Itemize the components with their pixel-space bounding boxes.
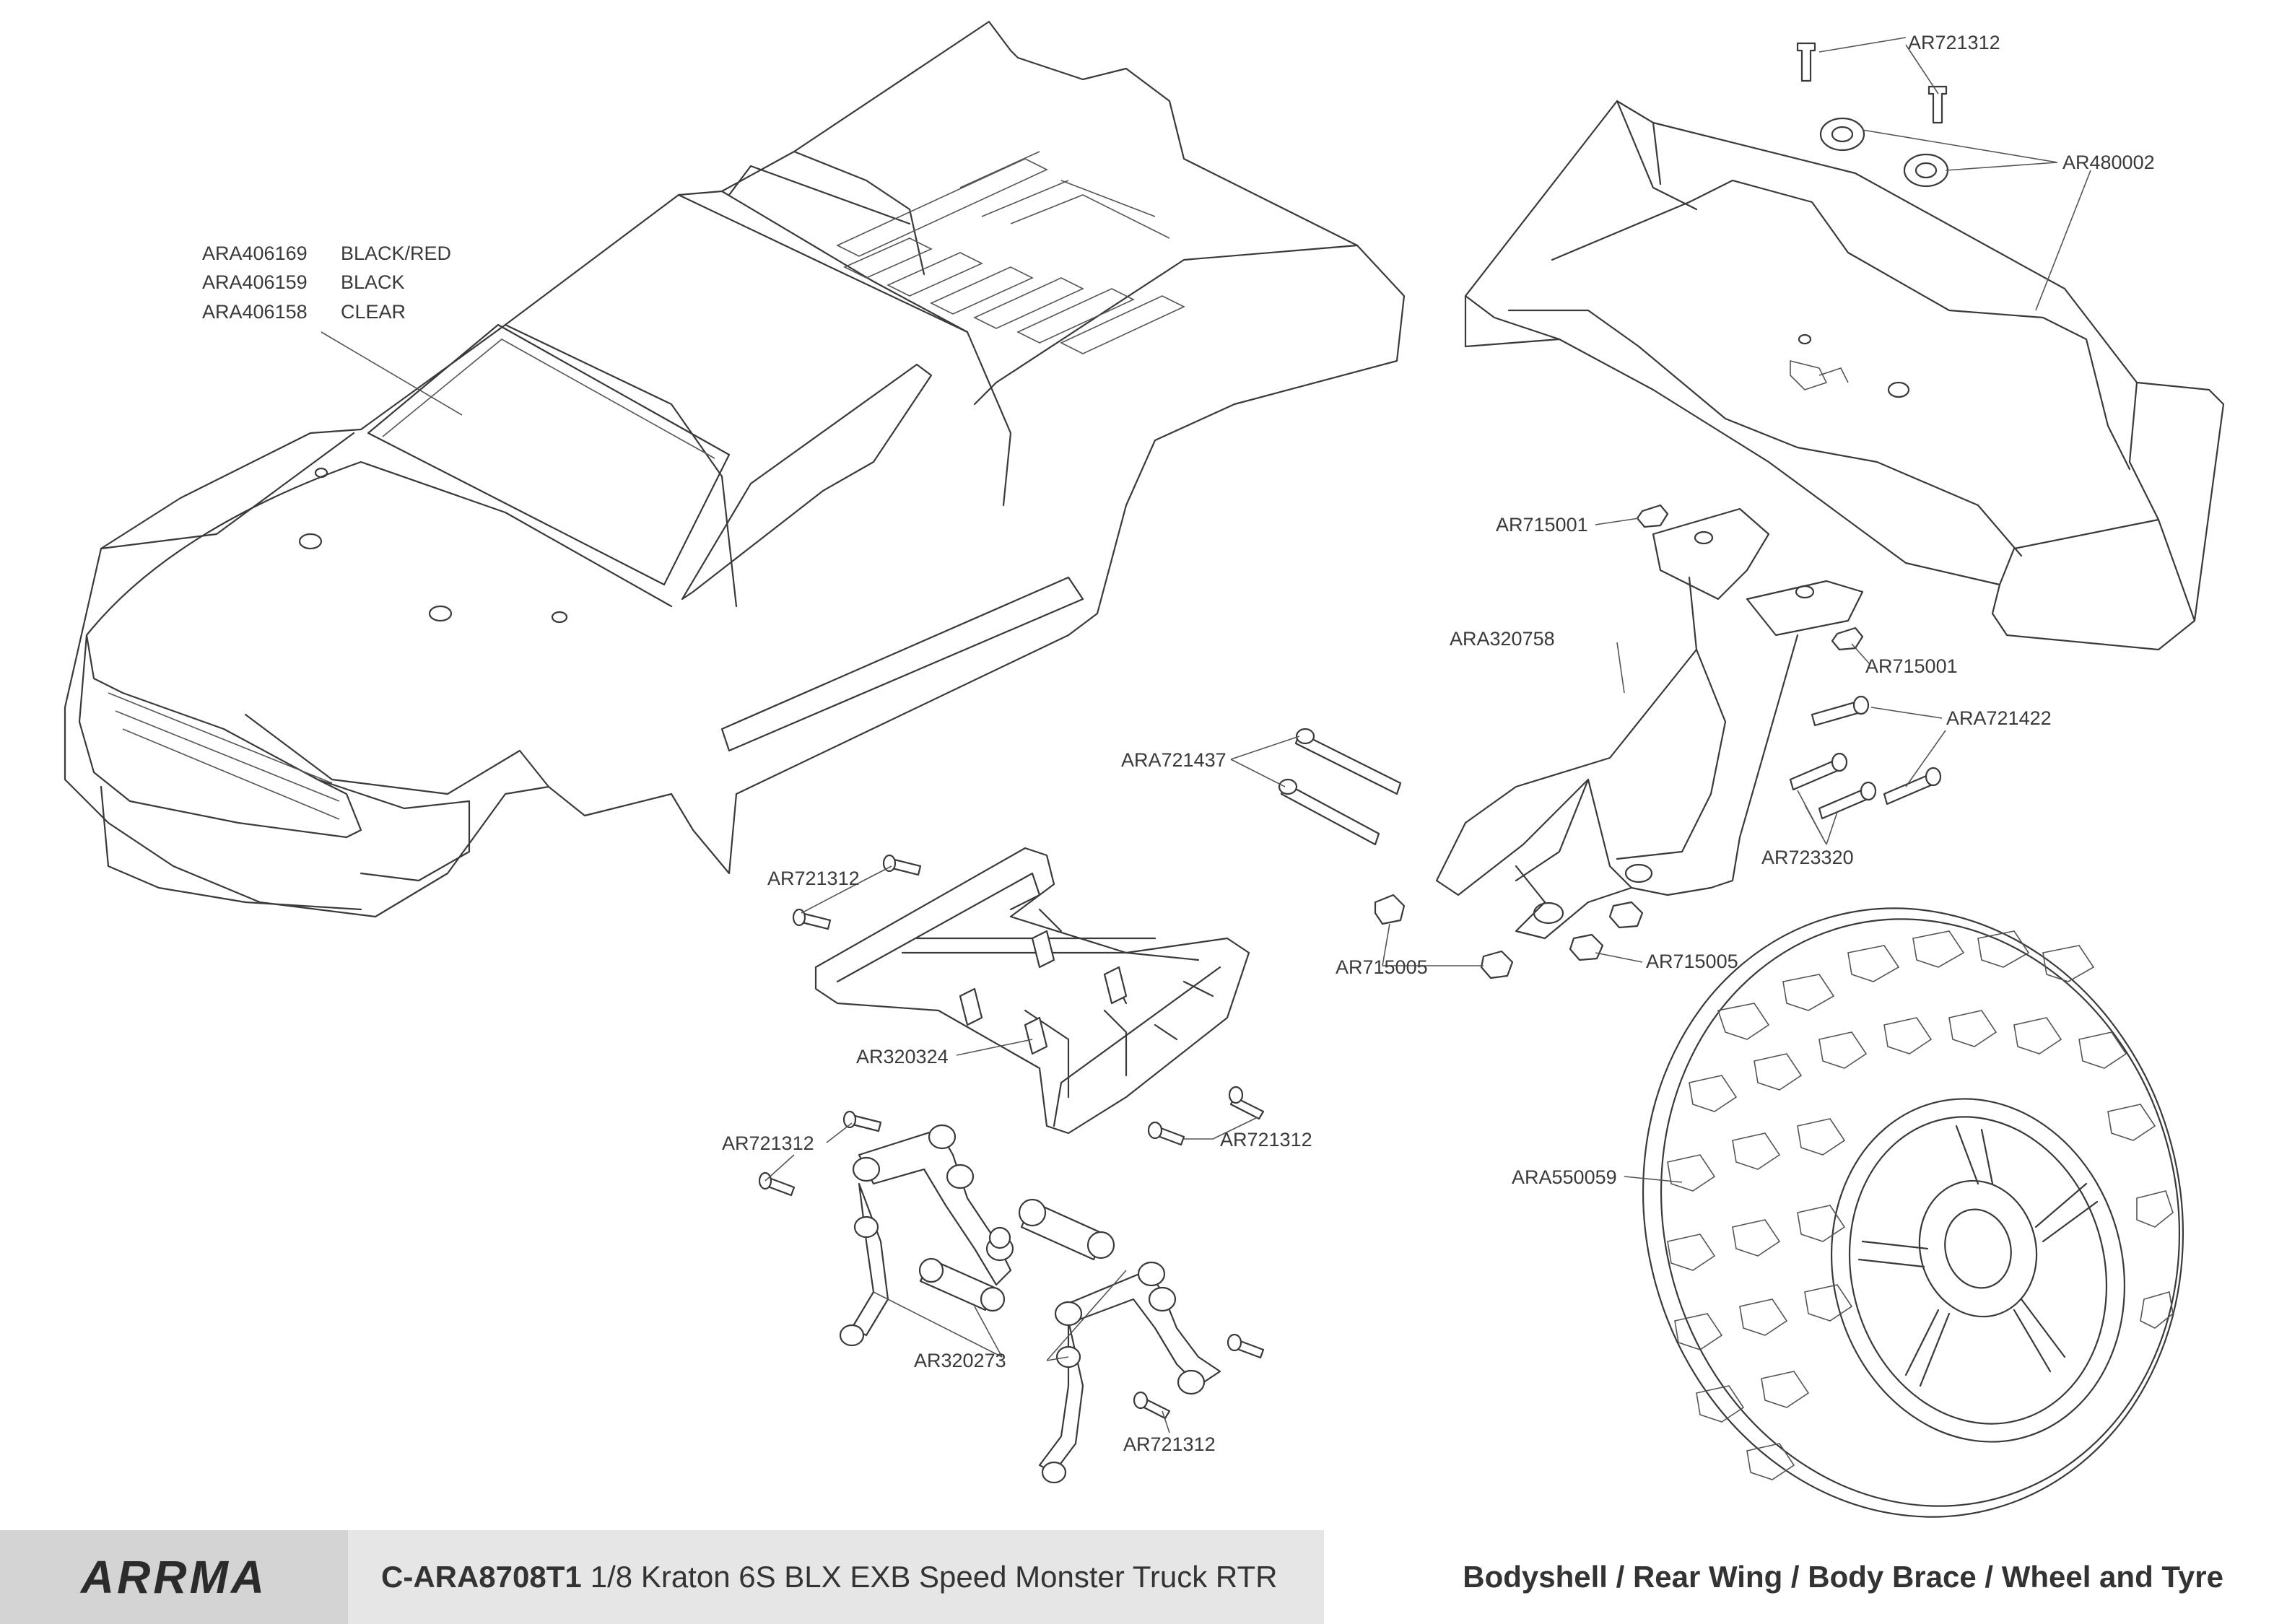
links-drawing <box>839 1124 1221 1484</box>
label-wing-washer: AR480002 <box>2062 152 2155 173</box>
label-mount-nut-right: AR715005 <box>1646 951 1738 972</box>
bodyshell-drawing <box>64 20 1406 918</box>
body-variant-color-2: BLACK <box>341 271 405 293</box>
label-body-brace: AR320324 <box>856 1046 949 1068</box>
brand-logo-text: ARRMA <box>80 1551 268 1603</box>
section-title: Bodyshell / Rear Wing / Body Brace / Whe… <box>1324 1530 2274 1624</box>
label-brace-screw-left: AR721312 <box>722 1132 814 1154</box>
label-wing-nut-side: AR715001 <box>1865 655 1958 677</box>
body-variant-part-2: ARA406159 <box>202 271 308 293</box>
label-wing-pin-long: ARA721422 <box>1946 707 2052 729</box>
label-wing-screw: AR721312 <box>1908 32 2000 53</box>
body-variant-color-3: CLEAR <box>341 301 406 323</box>
model-name: 1/8 Kraton 6S BLX EXB Speed Monster Truc… <box>590 1560 1278 1594</box>
body-variant-part-3: ARA406158 <box>202 301 308 323</box>
part-labels: ARA406169 BLACK/RED ARA406159 BLACK ARA4… <box>202 32 2155 1455</box>
footer-bar: ARRMA C-ARA8708T1 1/8 Kraton 6S BLX EXB … <box>0 1530 2274 1624</box>
brace-screws-drawing <box>758 854 1265 1420</box>
body-variant-color-1: BLACK/RED <box>341 243 451 264</box>
model-title: C-ARA8708T1 1/8 Kraton 6S BLX EXB Speed … <box>348 1530 1324 1624</box>
body-variant-part-1: ARA406169 <box>202 243 308 264</box>
model-code: C-ARA8708T1 <box>381 1560 582 1594</box>
label-link-screw-bottom: AR721312 <box>1123 1433 1216 1455</box>
brand-logo: ARRMA <box>0 1530 348 1624</box>
label-wing-mount: ARA320758 <box>1450 628 1555 650</box>
exploded-parts-diagram: ARA406169 BLACK/RED ARA406159 BLACK ARA4… <box>64 20 2225 1518</box>
small-hardware-drawing <box>1278 504 1942 979</box>
rear-wing-drawing <box>1464 100 2225 651</box>
label-body-pins: ARA721437 <box>1121 749 1227 771</box>
leader-lines <box>321 37 2091 1433</box>
label-wing-nut-top: AR715001 <box>1496 514 1588 536</box>
label-wheel-tyre: ARA550059 <box>1512 1166 1617 1188</box>
label-mount-nut-left: AR715005 <box>1336 956 1428 978</box>
wing-mount-drawing <box>1435 507 1864 940</box>
body-brace-drawing <box>814 847 1250 1135</box>
label-wing-pin-short: AR723320 <box>1761 847 1854 868</box>
wheel-tyre-drawing <box>1642 907 2184 1518</box>
label-links: AR320273 <box>914 1350 1006 1371</box>
label-brace-screw-right: AR721312 <box>1220 1129 1312 1151</box>
label-brace-screw-top: AR721312 <box>767 868 860 889</box>
